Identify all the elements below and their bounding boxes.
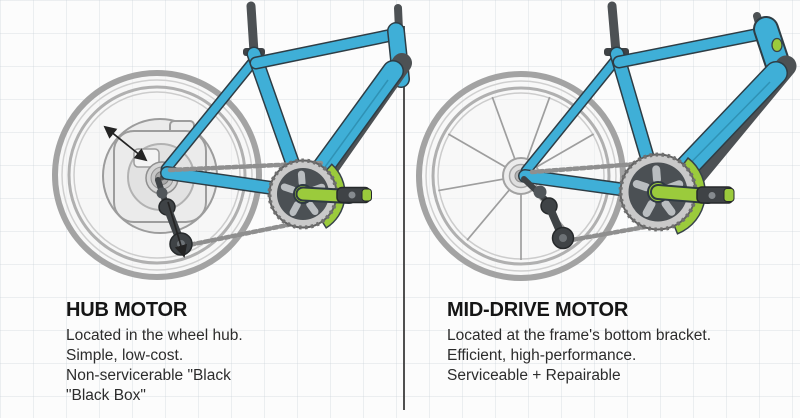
hub-location-arrows [103,125,188,258]
pointer-arrow-derailleur [167,201,188,258]
spokes [438,96,604,260]
seat-post [246,1,259,57]
hub-motor-line: Simple, low-cost. [66,347,184,364]
hub-motor-bike [52,1,412,280]
hub-motor-caption: HUB MOTOR Located in the wheel hub. Simp… [66,299,396,406]
headtube-badge [771,37,783,53]
crankset [267,158,372,230]
mid-drive-motor-unit [618,152,735,235]
hub-motor-line: "Black Box" [66,387,146,404]
rear-derailleur [521,176,575,250]
pointer-arrow-hub-motor [103,125,148,162]
hub-motor-title: HUB MOTOR [66,299,188,321]
seat-post [607,1,621,57]
mid-drive-motor-title: MID-DRIVE MOTOR [447,299,629,321]
mid-drive-motor-caption: MID-DRIVE MOTOR Located at the frame's b… [447,299,777,386]
mid-drive-bike [416,1,797,281]
hub-motor-line: Non-servicerable "Black [66,367,231,384]
mid-drive-motor-line: Located at the frame's bottom bracket. [447,327,712,344]
mid-drive-motor-line: Serviceable + Repairable [447,367,621,384]
hub-motor-line: Located in the wheel hub. [66,327,243,344]
mid-drive-motor-line: Efficient, high-performance. [447,347,637,364]
